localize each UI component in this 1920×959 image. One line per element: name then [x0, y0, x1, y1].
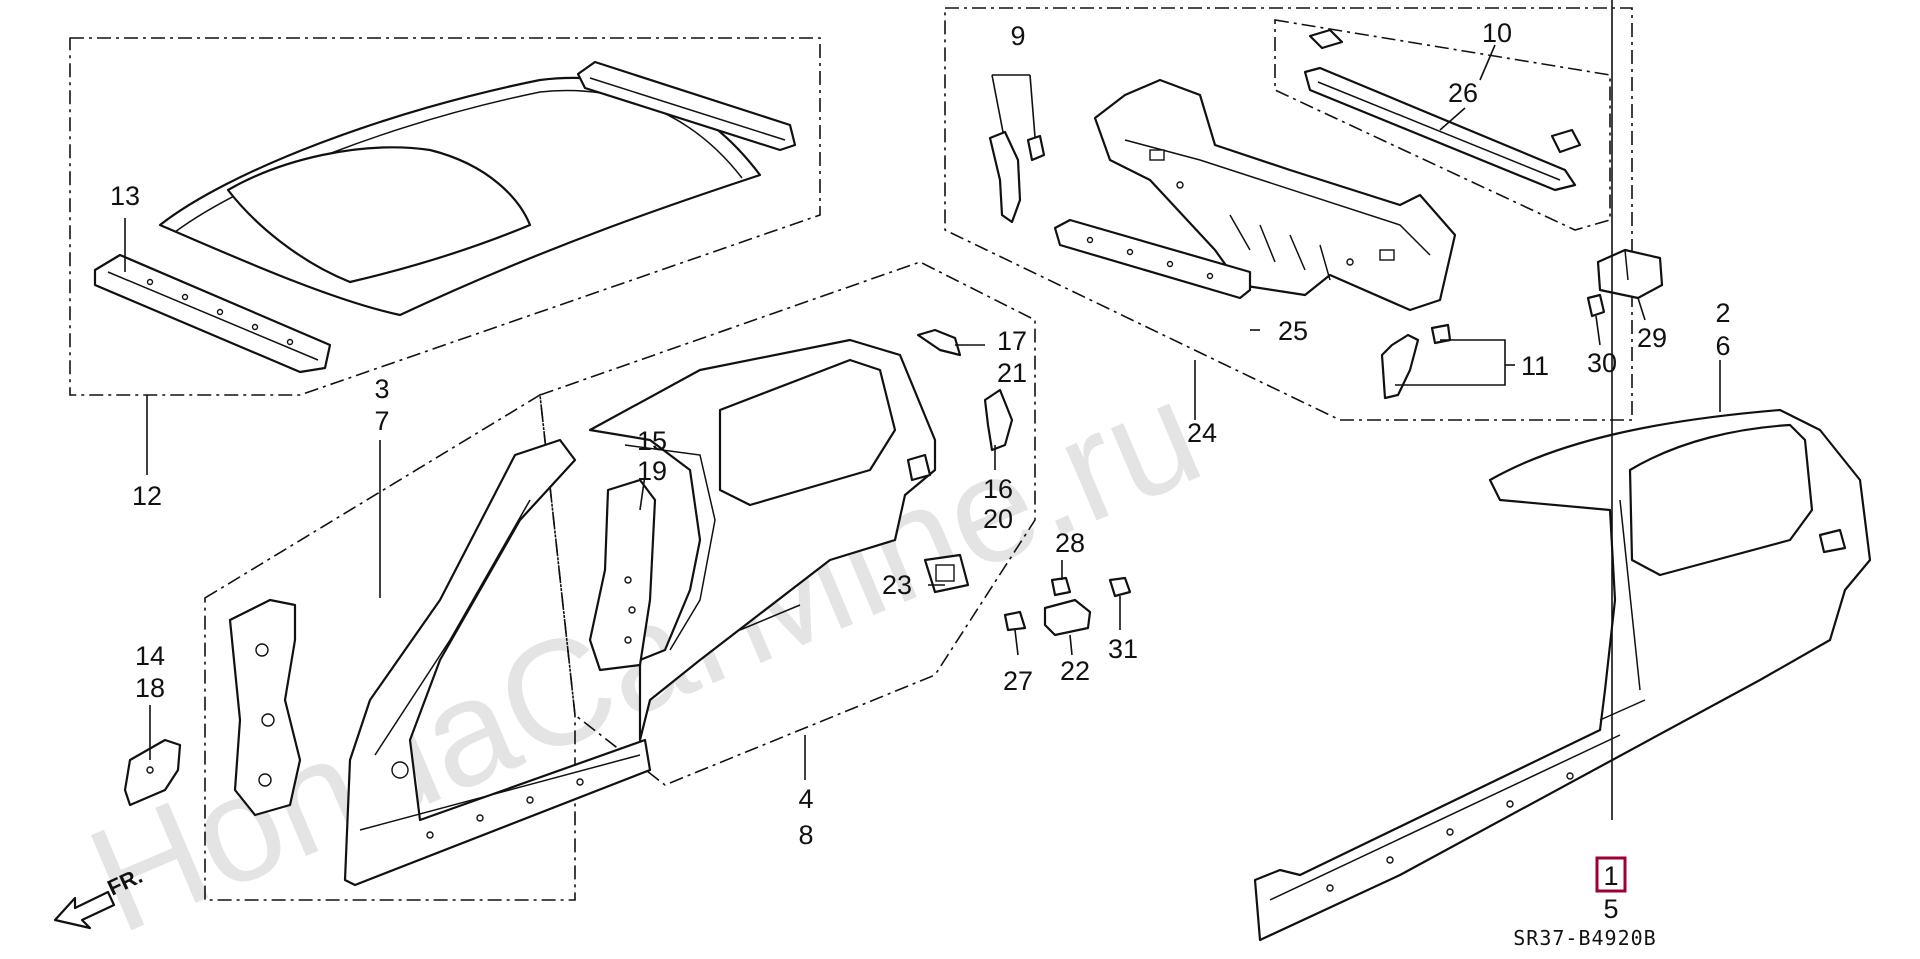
label-20: 20 — [983, 504, 1013, 534]
inner-side-group-outline — [204, 393, 576, 901]
roof-front-rail — [93, 253, 332, 374]
outer-side-group-outline — [539, 261, 1036, 786]
label-16: 16 — [983, 474, 1013, 504]
label-21: 21 — [997, 358, 1027, 388]
label-14: 14 — [135, 641, 165, 671]
cross-member-subgroup — [1274, 19, 1611, 231]
label-26: 26 — [1448, 78, 1478, 108]
sunroof-opening — [226, 146, 532, 284]
fuel-door-opening — [906, 453, 932, 482]
label-6: 6 — [1715, 331, 1730, 361]
label-11: 11 — [1521, 351, 1549, 381]
part-28-clip — [1050, 576, 1072, 597]
label-18: 18 — [135, 673, 165, 703]
label-8: 8 — [798, 820, 813, 850]
leader-lines — [124, 0, 1721, 820]
part-29-block — [1596, 248, 1664, 300]
part-labels: 2 6 3 7 12 13 14 18 15 19 17 21 16 20 23… — [110, 18, 1731, 924]
label-15: 15 — [637, 426, 667, 456]
inner-pillar — [228, 598, 302, 817]
label-30: 30 — [1587, 348, 1617, 378]
rear-bulkhead — [1093, 78, 1457, 312]
label-27: 27 — [1003, 666, 1033, 696]
label-28: 28 — [1055, 528, 1085, 558]
label-3: 3 — [374, 374, 389, 404]
label-7: 7 — [374, 406, 389, 436]
bracket-9 — [988, 130, 1022, 224]
cross-member-clip-right — [1550, 128, 1582, 154]
pillar-reinforcement — [588, 478, 657, 672]
outer-rear-window — [1628, 423, 1814, 577]
inner-side-frame — [343, 438, 652, 887]
outer-fuel-door-opening — [1818, 528, 1847, 554]
label-1-highlight — [1595, 856, 1627, 893]
part-22-fuel-door — [1043, 598, 1092, 637]
side-window — [718, 358, 897, 507]
inner-side-group — [123, 261, 1036, 901]
part-27-clip — [1003, 610, 1027, 632]
bracket-11 — [1380, 333, 1420, 400]
rear-sill — [1053, 218, 1252, 300]
part-16-panel — [983, 388, 1014, 452]
label-22: 22 — [1060, 656, 1090, 686]
cross-member-clip-left — [1308, 28, 1344, 50]
label-13: 13 — [110, 181, 140, 211]
roof-group — [69, 37, 821, 396]
label-17: 17 — [997, 326, 1027, 356]
label-2: 2 — [1715, 298, 1730, 328]
clip-9 — [1026, 134, 1046, 162]
label-12: 12 — [132, 481, 162, 511]
roof-rear-rail — [576, 60, 797, 152]
label-9: 9 — [1010, 21, 1025, 51]
label-10: 10 — [1482, 18, 1512, 48]
roof-group-outline — [69, 37, 821, 396]
label-4: 4 — [798, 784, 813, 814]
label-1: 1 — [1603, 861, 1618, 891]
part-31-hinge — [1108, 576, 1132, 598]
diagram-code: SR37-B4920B — [1513, 926, 1656, 950]
label-19: 19 — [637, 456, 667, 486]
label-31: 31 — [1108, 634, 1138, 664]
outer-body-side — [1253, 408, 1872, 942]
part-17-clip — [916, 328, 962, 357]
label-23: 23 — [882, 570, 912, 600]
front-arrow-icon — [53, 890, 116, 930]
label-25: 25 — [1278, 316, 1308, 346]
label-24: 24 — [1187, 418, 1217, 448]
label-5: 5 — [1603, 894, 1618, 924]
rear-panel-group-outline — [944, 7, 1633, 421]
part-30-clip — [1586, 293, 1606, 318]
label-29: 29 — [1637, 323, 1667, 353]
